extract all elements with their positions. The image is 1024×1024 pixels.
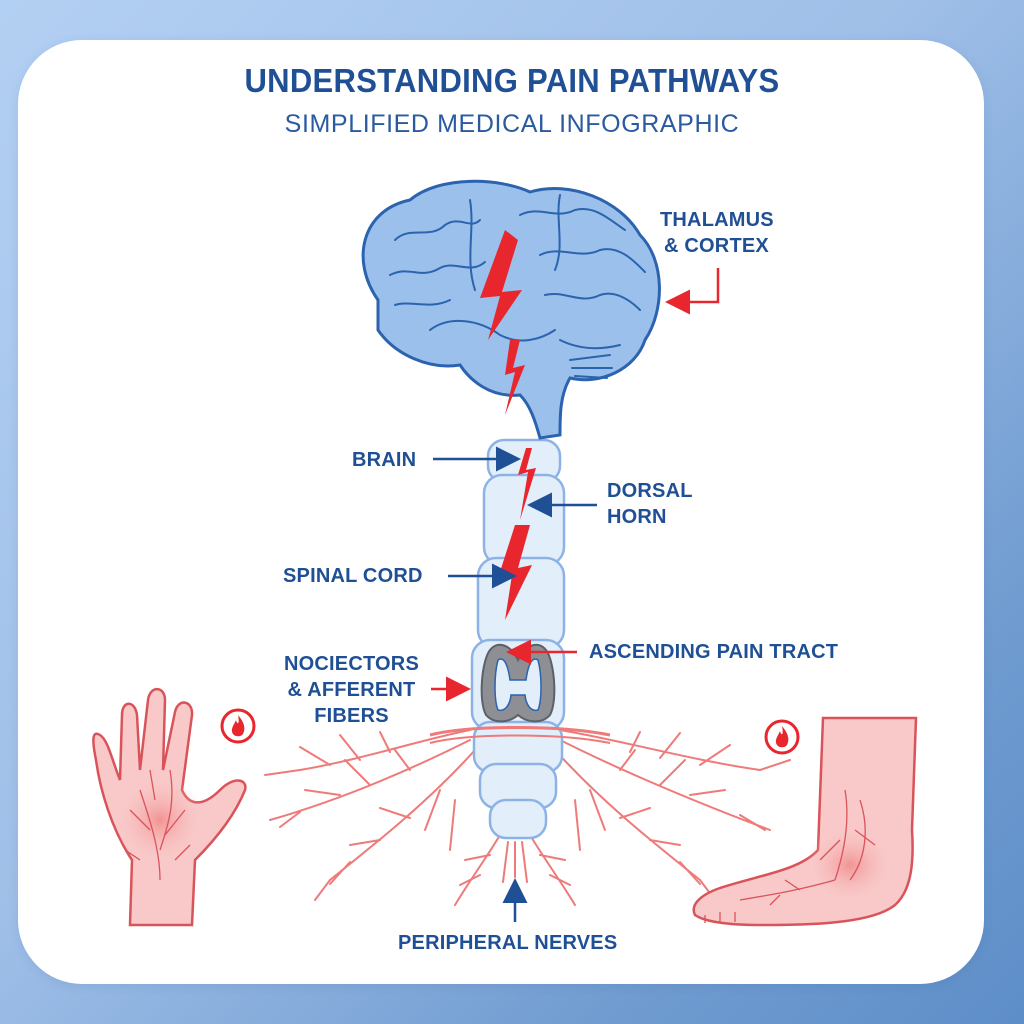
label-brain: BRAIN: [352, 449, 417, 471]
thalamus-arrow: [665, 268, 720, 315]
label-thalamus-cortex: THALAMUS & CORTEX: [660, 207, 774, 259]
afferent-fiber-band: [429, 726, 611, 737]
label-line: HORN: [607, 506, 667, 528]
label-line: THALAMUS: [660, 209, 774, 231]
hand-illustration: [92, 687, 247, 927]
peripheral-nerves-right: [554, 729, 791, 901]
page-title: UNDERSTANDING PAIN PATHWAYS: [244, 62, 780, 99]
label-line: NOCIECTORS: [284, 653, 419, 675]
label-nociceptors: NOCIECTORS & AFFERENT FIBERS: [284, 651, 419, 729]
label-ascending-pain-tract: ASCENDING PAIN TRACT: [589, 641, 839, 663]
label-spinal-cord: SPINAL CORD: [283, 565, 423, 587]
label-peripheral-nerves: PERIPHERAL NERVES: [398, 932, 618, 954]
foot-fire-icon: [764, 719, 800, 755]
hand-fire-icon: [220, 708, 256, 744]
label-arrows: [431, 268, 720, 922]
label-line: FIBERS: [314, 705, 389, 727]
peripheral-nerves-left: [264, 729, 476, 901]
label-line: & AFFERENT: [287, 679, 416, 701]
brain: [361, 179, 661, 440]
label-dorsal-horn: DORSAL HORN: [607, 478, 693, 530]
nerve-roots-bottom: [454, 834, 576, 906]
foot-illustration: [692, 716, 918, 927]
spinal-cord: [470, 438, 566, 840]
label-line: DORSAL: [607, 480, 693, 502]
page-subtitle: SIMPLIFIED MEDICAL INFOGRAPHIC: [284, 110, 740, 138]
gray-matter-cross-section: [480, 643, 556, 723]
label-line: & CORTEX: [664, 235, 769, 257]
